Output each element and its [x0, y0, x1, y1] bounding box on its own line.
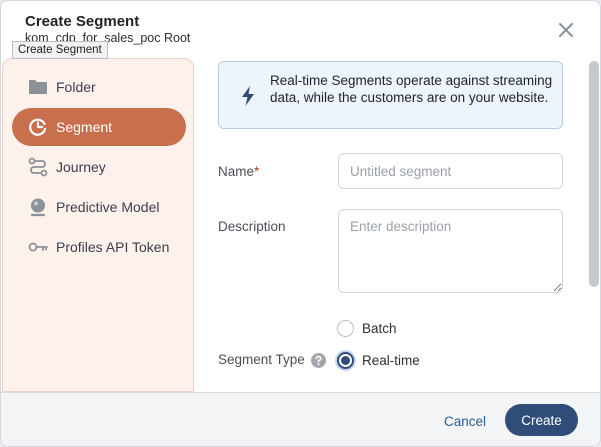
lightning-icon	[239, 85, 257, 107]
batch-radio[interactable]	[337, 319, 354, 337]
form-content: Real-time Segments operate against strea…	[194, 58, 570, 392]
info-text: Real-time Segments operate against strea…	[270, 73, 553, 105]
required-mark: *	[254, 164, 260, 179]
sidebar-item-label: Predictive Model	[56, 199, 160, 215]
real-time-radio-label: Real-time	[362, 352, 420, 368]
description-input[interactable]	[338, 209, 563, 293]
sidebar-item-profiles-api-token[interactable]: Profiles API Token	[12, 228, 186, 266]
batch-radio-label: Batch	[362, 320, 397, 336]
sidebar-item-label: Journey	[56, 159, 106, 175]
tooltip: Create Segment	[12, 41, 108, 59]
sidebar-item-folder[interactable]: Folder	[12, 68, 186, 106]
sidebar-item-label: Profiles API Token	[56, 239, 170, 255]
close-icon	[559, 23, 573, 37]
predictive-model-icon	[28, 197, 48, 217]
folder-icon	[28, 77, 48, 97]
journey-icon	[28, 157, 48, 177]
sidebar-item-journey[interactable]: Journey	[12, 148, 186, 186]
key-icon	[28, 237, 48, 257]
segment-type-batch[interactable]: Batch	[337, 318, 397, 338]
close-button[interactable]	[556, 20, 576, 40]
dialog-title: Create Segment	[25, 13, 140, 30]
description-label: Description	[218, 219, 286, 234]
scrollbar[interactable]	[589, 61, 599, 287]
help-icon[interactable]	[311, 353, 326, 368]
name-label: Name*	[218, 164, 260, 179]
sidebar-item-label: Folder	[56, 79, 96, 95]
create-button[interactable]: Create	[505, 404, 578, 436]
real-time-radio[interactable]	[337, 351, 354, 369]
segment-type-real-time[interactable]: Real-time	[337, 350, 420, 370]
sidebar-item-segment[interactable]: Segment	[12, 108, 186, 146]
name-input[interactable]	[338, 153, 563, 189]
sidebar-item-label: Segment	[56, 119, 113, 135]
info-banner: Real-time Segments operate against strea…	[218, 61, 563, 129]
dialog-header: Create Segment kom_cdp_for_sales_poc Roo…	[1, 1, 600, 57]
sidebar: Folder Segment Journey	[2, 58, 194, 392]
cancel-button[interactable]: Cancel	[432, 406, 498, 436]
segment-icon	[28, 117, 48, 137]
dialog-footer: Cancel Create	[1, 392, 600, 446]
segment-type-label: Segment Type	[218, 352, 305, 367]
sidebar-item-predictive-model[interactable]: Predictive Model	[12, 188, 186, 226]
